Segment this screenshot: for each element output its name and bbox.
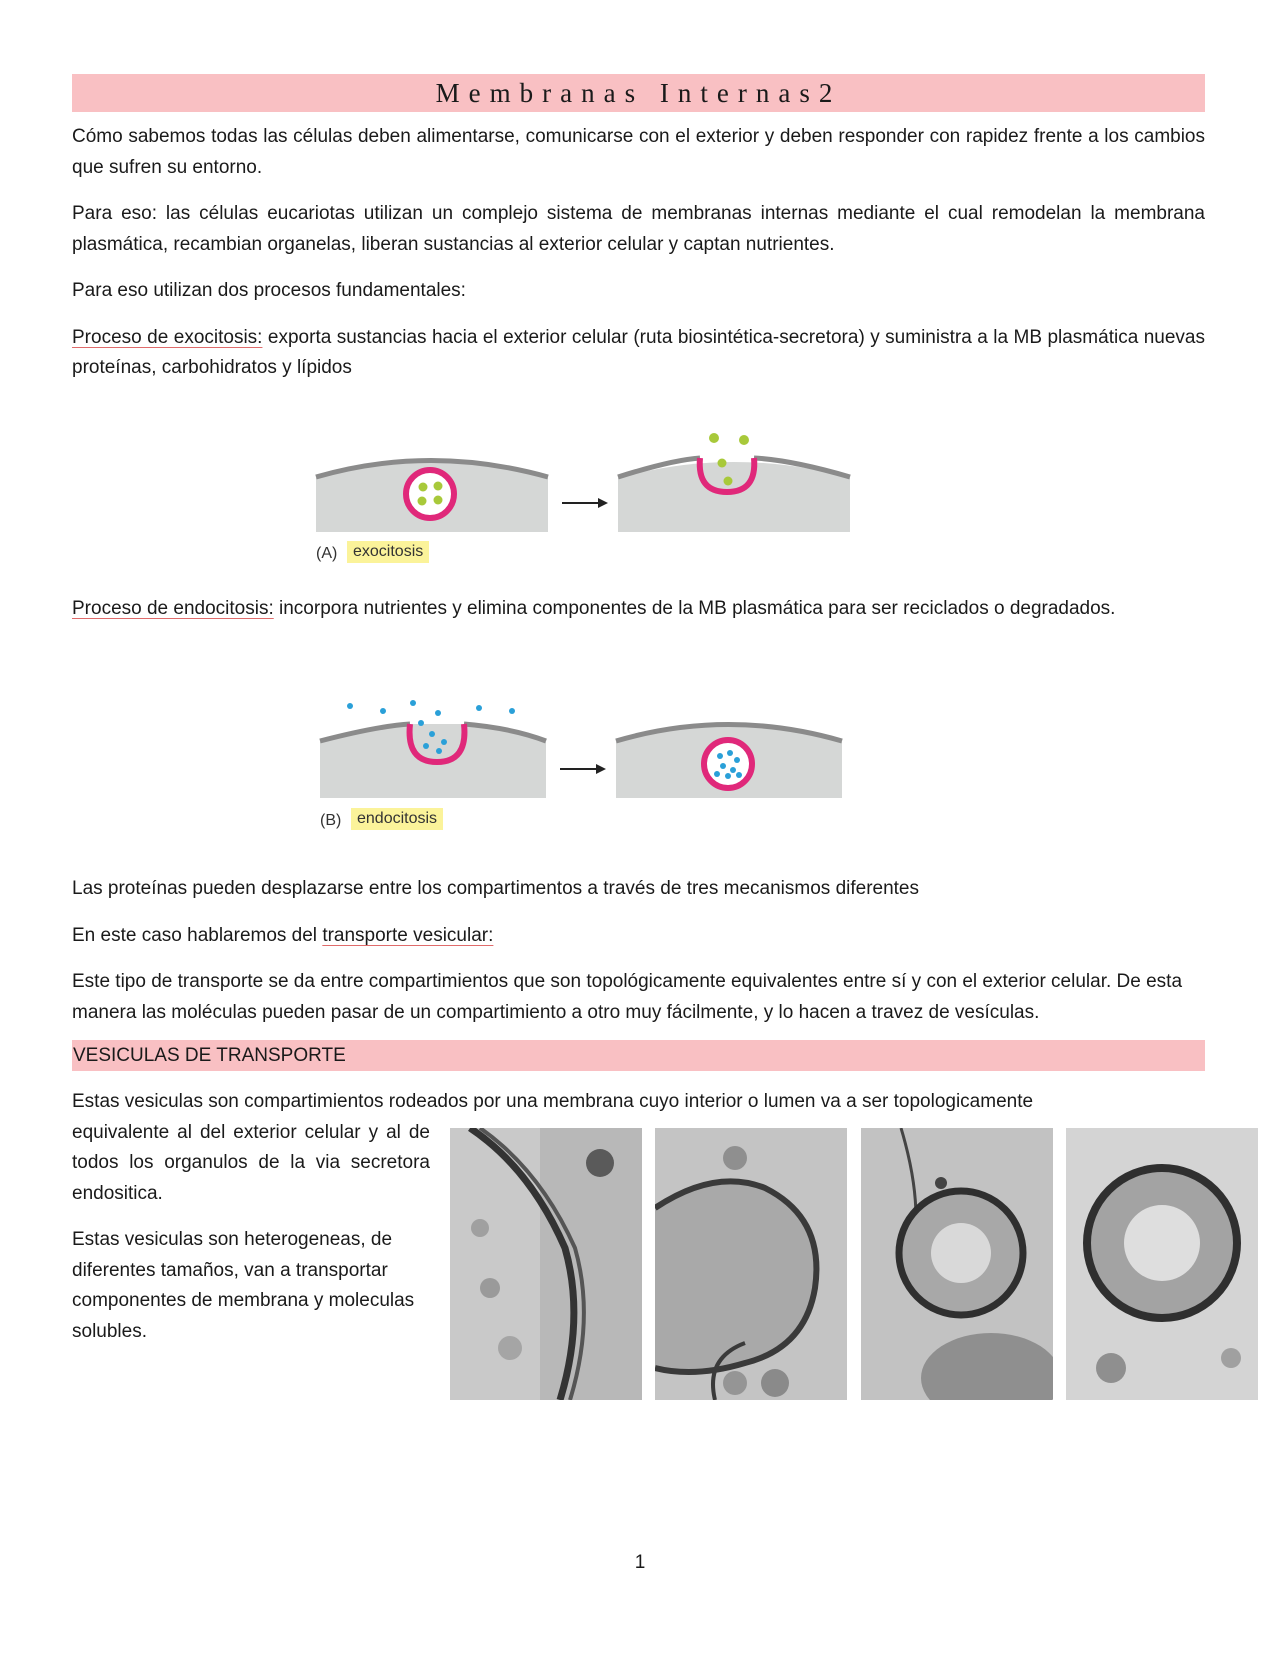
cargo-dot — [436, 748, 442, 754]
endocitosis-figure: (B) endocitosis — [72, 662, 1205, 842]
vesiculas-continuation: equivalente al del exterior celular y al… — [72, 1121, 430, 1204]
cargo-dot — [418, 482, 428, 491]
section-heading-vesiculas: VESICULAS DE TRANSPORTE — [72, 1040, 1205, 1071]
figure-b-label: endocitosis — [351, 808, 444, 830]
document-page: Membranas Internas2 Cómo sabemos todas l… — [72, 74, 1258, 1458]
exocitosis-paragraph: Proceso de exocitosis: exporta sustancia… — [72, 323, 1205, 384]
cargo-dot — [423, 743, 429, 749]
membrane-left-a — [315, 457, 549, 479]
cargo-dot — [476, 705, 482, 711]
cargo-dot — [509, 708, 515, 714]
figure-a-letter: (A) — [316, 544, 338, 562]
invaginating-vesicle-b — [406, 723, 468, 766]
micrograph-2-image — [655, 1127, 847, 1400]
intro-paragraph: Cómo sabemos todas las células deben ali… — [72, 126, 1205, 178]
vesiculas-line1: Estas vesiculas son compartimientos rode… — [72, 1091, 1034, 1112]
cargo-dot — [433, 481, 443, 490]
membrane-left-b — [319, 721, 411, 744]
hablaremos-paragraph: En este caso hablaremos del transporte v… — [72, 921, 1205, 952]
cargo-dot — [730, 767, 736, 773]
cargo-dot — [723, 476, 733, 485]
cargo-dot — [734, 757, 740, 763]
endocitosis-diagram — [319, 700, 843, 798]
micrograph-3 — [861, 1127, 1053, 1400]
vesiculas-text-column: equivalente al del exterior celular y al… — [72, 1118, 430, 1348]
micrograph-3-image — [861, 1127, 1053, 1400]
para-eso-paragraph: Para eso: las células eucariotas utiliza… — [72, 203, 1205, 255]
cargo-dot — [739, 434, 749, 445]
cargo-dot — [720, 763, 726, 769]
micrograph-2 — [655, 1127, 847, 1400]
micrograph-4-image — [1066, 1127, 1258, 1400]
vesicle-a — [403, 466, 457, 521]
cargo-dot — [717, 458, 727, 467]
proteinas-paragraph: Las proteínas pueden desplazarse entre l… — [72, 878, 920, 899]
membrane-right-a2 — [753, 455, 851, 479]
cargo-dot — [717, 753, 723, 759]
transporte-vesicular-term: transporte vesicular: — [322, 924, 494, 946]
vesiculas-hetero-paragraph: Estas vesiculas son heterogeneas, de dif… — [72, 1229, 415, 1342]
cargo-dot — [709, 432, 719, 443]
cargo-dot — [418, 720, 424, 726]
page-title: Membranas Internas2 — [72, 74, 1205, 112]
cargo-dot — [441, 739, 447, 745]
cell-right-a — [618, 461, 850, 532]
cargo-dot — [429, 731, 435, 737]
cargo-dot — [435, 710, 441, 716]
exocitosis-diagram — [315, 432, 851, 532]
cargo-dot — [736, 772, 742, 778]
membrane-right-a — [617, 455, 701, 479]
exocitosis-text: exporta sustancias hacia el exterior cel… — [72, 326, 1205, 379]
endocitosis-term: Proceso de endocitosis: — [72, 597, 274, 619]
cargo-dot — [725, 773, 731, 779]
micrograph-1-image — [450, 1127, 642, 1400]
figure-a-label: exocitosis — [347, 540, 430, 563]
exocitosis-figure: (A) exocitosis — [72, 406, 1205, 566]
cargo-dot — [727, 750, 733, 756]
figure-b-letter: (B) — [320, 812, 342, 829]
membrane-right-b — [615, 722, 843, 744]
page-number: 1 — [634, 1552, 646, 1573]
exocitosis-term: Proceso de exocitosis: — [72, 326, 263, 348]
cargo-dot — [433, 495, 443, 504]
fusing-vesicle-a — [696, 457, 758, 495]
cargo-dot — [714, 771, 720, 777]
hablaremos-text: En este caso hablaremos del — [72, 924, 323, 946]
endocitosis-text: incorpora nutrientes y elimina component… — [273, 597, 1116, 619]
cargo-dot — [380, 708, 386, 714]
micrograph-1 — [450, 1127, 642, 1400]
vesiculas-block: equivalente al del exterior celular y al… — [72, 1118, 1258, 1458]
micrograph-4 — [1066, 1127, 1258, 1400]
dos-procesos-paragraph: Para eso utilizan dos procesos fundament… — [72, 280, 466, 301]
membrane-left-b2 — [463, 721, 547, 744]
cargo-dot — [347, 703, 353, 709]
vesicle-b — [701, 737, 755, 791]
arrow-head-a — [598, 497, 608, 508]
endocitosis-paragraph: Proceso de endocitosis: incorpora nutrie… — [72, 594, 1205, 625]
tipo-paragraph: Este tipo de transporte se da entre comp… — [72, 971, 1183, 1023]
arrow-head-b — [596, 764, 606, 774]
cargo-dot — [410, 700, 416, 706]
cargo-dot — [417, 496, 427, 505]
